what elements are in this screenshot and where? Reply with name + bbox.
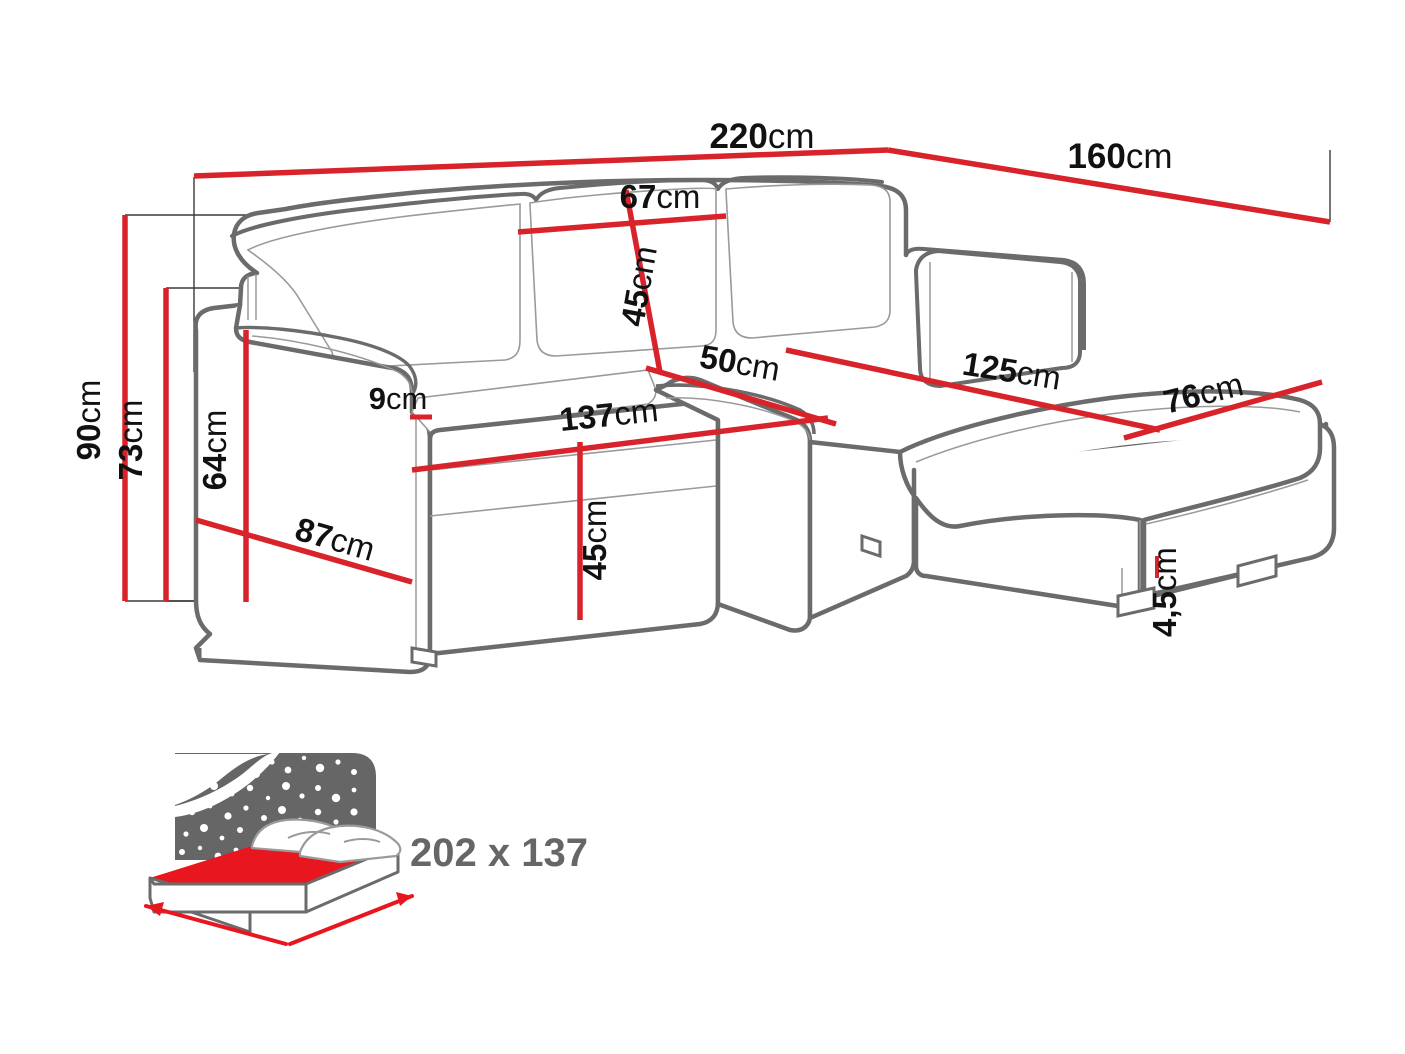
dimline-45-back (623, 189, 663, 373)
dimline-76 (1123, 379, 1323, 441)
moon-crescent (175, 754, 268, 805)
sofa-left-arm-inner-line (251, 335, 413, 395)
sofa-corner-seat-top (655, 383, 816, 435)
moon-crescent-lower (175, 752, 280, 817)
label-50: 50cm (697, 337, 783, 387)
dimline-50 (645, 365, 837, 427)
label-73: 73cm (112, 400, 149, 481)
sofa-backrest-top-edge (230, 175, 884, 238)
dimline-137 (411, 415, 829, 473)
dimline-160 (887, 147, 1331, 225)
label-137: 137cm (558, 391, 660, 438)
dimline-87 (195, 517, 413, 585)
label-67: 67cm (620, 178, 701, 215)
chaise-leg-front (1116, 586, 1156, 618)
label-45-seat: 45cm (576, 500, 613, 581)
back-cushion-1 (246, 203, 521, 369)
pillow-fold-line-1 (287, 830, 331, 839)
dimension-labels: 220cm 160cm 90cm 73cm 64cm 87cm 9cm 67c (70, 117, 1247, 637)
chaise-back-cushion-thin (929, 262, 1073, 382)
label-125: 125cm (960, 345, 1064, 397)
chaise-back-top-edge (904, 246, 1086, 350)
sleeping-area-label: 202 x 137 (410, 831, 588, 875)
chaise-seat-thin-line (915, 405, 1301, 463)
sofa-illustration (193, 175, 1337, 675)
dimline-67 (517, 213, 727, 235)
sofa-seat-divider-1 (429, 439, 717, 471)
label-45-backrest: 45cm (613, 243, 663, 329)
label-90: 90cm (70, 380, 107, 461)
label-64: 64cm (196, 410, 233, 491)
back-cushion-3 (725, 183, 891, 339)
sofa-seat-divider-2 (429, 485, 717, 517)
bed-night-sky-icon: 202 x 137 (144, 752, 588, 946)
sofa-left-arm-notch (247, 274, 257, 320)
chaise-leg-right (1236, 554, 1278, 588)
pillow-fold-line-2 (343, 838, 381, 843)
mattress-arrow-length (144, 904, 288, 946)
dimension-lines (122, 147, 1331, 620)
label-76: 76cm (1160, 365, 1247, 420)
mattress-arrowhead-right (396, 892, 412, 906)
mattress-dimension-arrows (144, 894, 414, 946)
mattress-front-face (148, 876, 308, 914)
sofa-corner-seat-thin (665, 396, 811, 443)
chaise-front-face (913, 495, 1143, 609)
label-160: 160cm (1067, 137, 1172, 176)
sofa-seat-surface-left (411, 369, 657, 433)
chaise-right-side-thin (1145, 479, 1309, 525)
dimline-220 (193, 147, 889, 179)
sofa-corner-base (807, 439, 917, 621)
dimline-125 (785, 347, 1161, 433)
sofa-leg-corner (860, 533, 882, 559)
sofa-left-arm-top (235, 325, 418, 396)
label-9: 9cm (369, 381, 428, 416)
mattress-arrowhead-left (146, 902, 164, 916)
label-220: 220cm (709, 117, 814, 156)
mattress-arrow-width (288, 894, 414, 946)
label-leg-height: 4,5cm (1146, 547, 1183, 637)
chaise-right-side-panel (1141, 421, 1337, 599)
sofa-leg-left-front (410, 646, 438, 668)
